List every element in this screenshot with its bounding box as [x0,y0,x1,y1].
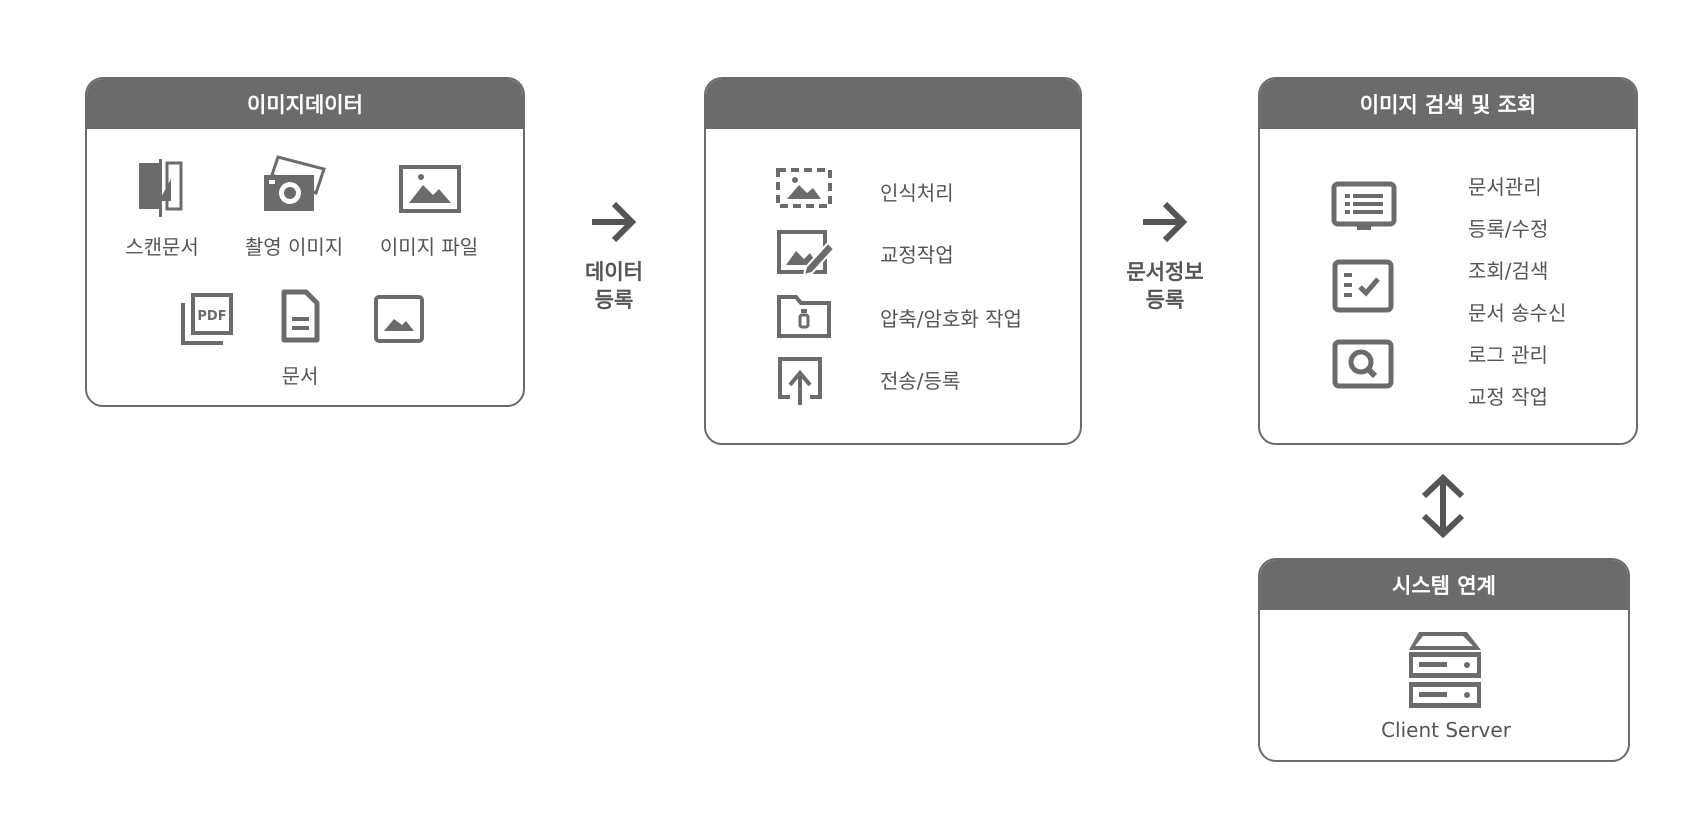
process-panel-title [706,79,1080,129]
image-data-panel-title: 이미지데이터 [87,79,523,129]
search-item-doc-management: 문서관리 [1468,175,1542,199]
system-panel-title: 시스템 연계 [1260,560,1628,610]
doc-info-register-label: 문서정보 등록 [1126,258,1203,314]
process-item-transfer: 전송/등록 [880,369,961,393]
document-label: 문서 [281,364,319,388]
search-icon [1332,339,1394,389]
server-icon [1409,632,1481,708]
monitor-list-icon [1331,181,1397,230]
client-server-label: Client Server [1381,718,1511,742]
doc-info-register-line-1: 문서정보 [1126,260,1204,284]
search-item-correction: 교정 작업 [1468,385,1548,409]
scan-document-icon [139,159,183,217]
data-register-line-1: 데이터 [585,260,643,284]
checklist-icon [1332,259,1394,313]
recognition-icon [776,168,832,208]
search-item-query-search: 조회/검색 [1468,259,1549,283]
upload-icon [778,357,822,405]
pdf-icon: PDF [181,293,233,345]
right-arrow-icon-2 [1143,201,1188,243]
search-item-register-edit: 등록/수정 [1468,217,1549,241]
search-panel: 이미지 검색 및 조회 문서관리 등록/수정 조회/검색 문서 송수신 로그 관… [1258,77,1638,445]
scan-document-label: 스캔문서 [125,235,199,259]
image-file-icon [399,165,461,213]
image-icon [374,295,424,343]
up-down-arrow-icon [1421,474,1465,538]
photo-image-label: 촬영 이미지 [244,235,344,259]
right-arrow-icon-1 [592,201,637,243]
document-icon [281,289,320,343]
search-item-doc-transfer: 문서 송수신 [1468,301,1567,325]
process-item-correction: 교정작업 [880,243,954,267]
pdf-icon-text: PDF [197,309,226,324]
search-item-log-management: 로그 관리 [1468,343,1548,367]
process-item-compression: 압축/암호화 작업 [880,307,1022,331]
search-panel-title: 이미지 검색 및 조회 [1260,79,1636,129]
image-data-panel: 이미지데이터 스캔문서 촬영 이미지 이미지 파일 PDF [85,77,525,407]
compressed-folder-icon [777,295,831,338]
system-panel: 시스템 연계 Client Server [1258,558,1630,762]
process-panel: 인식처리 교정작업 압축/암호화 작업 전송/등록 [704,77,1082,445]
doc-info-register-line-2: 등록 [1145,288,1185,312]
camera-photo-icon [264,155,326,211]
image-file-label: 이미지 파일 [379,235,479,259]
data-register-line-2: 등록 [594,288,634,312]
process-item-recognition: 인식처리 [880,181,954,205]
correction-icon [777,230,836,275]
data-register-label: 데이터 등록 [585,258,643,314]
